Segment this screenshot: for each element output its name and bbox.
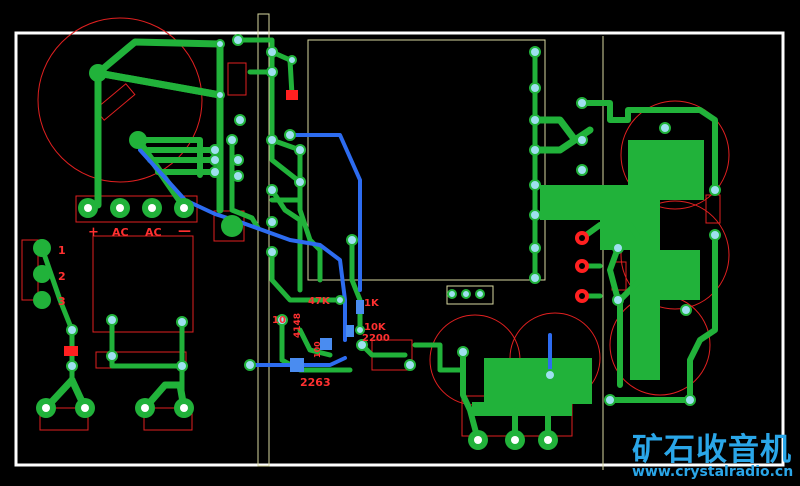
module-outline-mid <box>307 39 546 281</box>
label-pin-3: 3 <box>58 295 66 308</box>
label-ac-2: AC <box>145 226 162 239</box>
label-10k: 10K <box>364 322 387 333</box>
module-outline-left <box>257 13 270 467</box>
label-10: 10 <box>272 315 286 326</box>
label-4148: 4148 <box>293 313 303 338</box>
watermark-url: www.crystalradio.cn <box>632 464 794 480</box>
label-ic-2263: 2263 <box>300 376 331 389</box>
bottom-traces <box>138 133 552 377</box>
label-plus: + <box>88 225 99 240</box>
heatsink-outline <box>446 285 494 305</box>
watermark-site-name: 矿石收音机 <box>632 432 792 468</box>
label-2200: 2200 <box>362 333 390 344</box>
board-outline <box>14 31 785 467</box>
label-47k: 47K <box>308 296 331 307</box>
label-ac-1: AC <box>112 226 129 239</box>
label-1k: 1K <box>364 298 380 309</box>
copper-pours <box>472 140 704 416</box>
label-pin-1: 1 <box>58 244 66 257</box>
label-pin-2: 2 <box>58 270 66 283</box>
label-minus: — <box>178 224 191 239</box>
pads <box>33 34 721 450</box>
label-100: 100 <box>313 341 322 358</box>
